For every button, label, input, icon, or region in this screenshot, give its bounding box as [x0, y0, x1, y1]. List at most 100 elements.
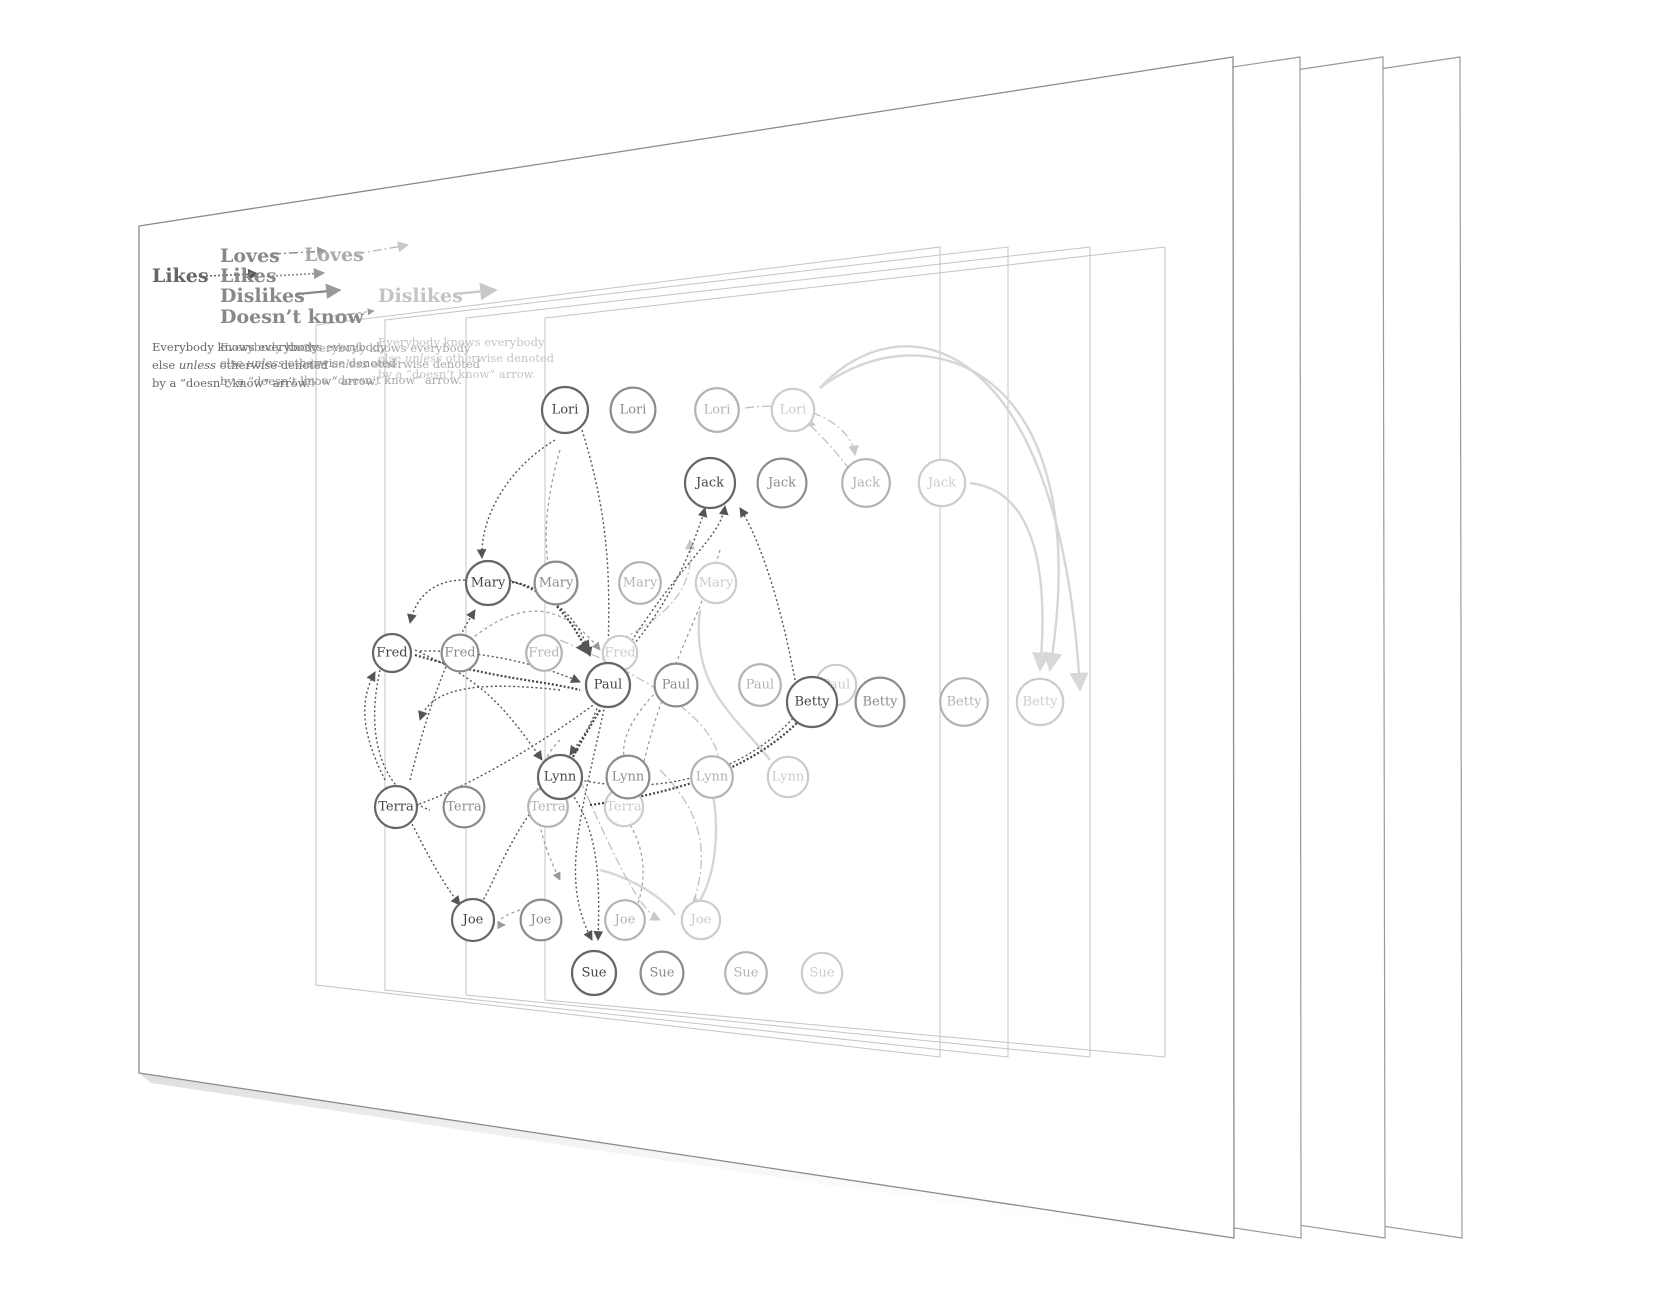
- note-front: Everybody knows everybody else unless ot…: [152, 340, 329, 390]
- node-circle: [450, 897, 496, 943]
- node-mary: Mary: [694, 561, 738, 605]
- node-joe: Joe: [450, 897, 496, 943]
- node-sue: Sue: [800, 951, 844, 995]
- note-layer-2: Everybody knows everybody else unless ot…: [220, 340, 397, 388]
- node-terra: Terra: [442, 785, 486, 829]
- legend-loves-faint-arrow: [355, 241, 410, 255]
- node-label: Joe: [689, 913, 712, 928]
- node-label: Lori: [704, 403, 731, 418]
- node-circle: [1015, 677, 1065, 727]
- node-label: Paul: [746, 678, 774, 693]
- node-label: Fred: [376, 646, 407, 661]
- node-label: Paul: [594, 678, 622, 693]
- node-circle: [618, 561, 662, 605]
- node-label: Fred: [604, 646, 635, 661]
- node-circle: [841, 458, 891, 508]
- note-line-3: by a “doesn’t know” arrow.: [220, 374, 378, 388]
- node-mary: Mary: [618, 561, 662, 605]
- legend-dislikes: Dislikes: [220, 285, 305, 307]
- node-lynn: Lynn: [605, 754, 651, 800]
- node-jack: Jack: [917, 458, 967, 508]
- panel-1-front: [138, 56, 1246, 1248]
- node-label: Joe: [461, 913, 484, 928]
- node-lynn: Lynn: [690, 755, 734, 799]
- node-circle: [605, 754, 651, 800]
- node-mary: Mary: [464, 559, 512, 607]
- node-label: Fred: [528, 646, 559, 661]
- node-betty: Betty: [1015, 677, 1065, 727]
- legend-likes-arrow: [205, 268, 260, 280]
- note-line-2: else unless otherwise denoted: [304, 357, 481, 371]
- node-label: Jack: [694, 476, 724, 491]
- note-layer-4: Everybody knows everybody else unless ot…: [378, 335, 555, 381]
- node-joe: Joe: [604, 899, 646, 941]
- node-circle: [694, 561, 738, 605]
- note-line-1: Everybody knows everybody: [378, 335, 545, 349]
- node-label: Sue: [810, 966, 835, 981]
- node-label: Mary: [539, 576, 574, 591]
- node-circle: [917, 458, 967, 508]
- note-line-2: else unless otherwise denoted: [378, 351, 555, 365]
- legend: Likes Loves Likes Dislikes Doesn’t know …: [152, 241, 498, 328]
- node-label: Mary: [471, 576, 506, 591]
- node-label: Betty: [862, 695, 898, 710]
- node-lynn: Lynn: [766, 755, 810, 799]
- node-circle: [724, 951, 768, 995]
- node-betty: Betty: [939, 677, 989, 727]
- note-line-2: else unless otherwise denoted: [220, 356, 397, 370]
- legend-doesnt-know: Doesn’t know: [220, 306, 364, 328]
- node-lynn: Lynn: [536, 753, 584, 801]
- node-label: Terra: [446, 800, 482, 815]
- node-circle: [770, 387, 816, 433]
- legend-dislikes-faint-arrow: [453, 282, 498, 301]
- inner-frames: [315, 246, 1166, 1058]
- node-mary: Mary: [533, 560, 579, 606]
- node-lori: Lori: [770, 387, 816, 433]
- node-label: Sue: [650, 966, 675, 981]
- node-circle: [371, 632, 413, 674]
- note-line-1: Everybody knows everybody: [152, 340, 319, 354]
- node-fred: Fred: [601, 634, 639, 672]
- node-label: Betty: [794, 695, 830, 710]
- node-circle: [756, 457, 808, 509]
- node-circle: [604, 899, 646, 941]
- node-lori: Lori: [609, 386, 657, 434]
- legend-dislikes-arrow: [297, 283, 342, 299]
- node-label: Jack: [926, 476, 956, 491]
- node-label: Joe: [613, 913, 636, 928]
- node-label: Jack: [766, 476, 796, 491]
- node-label: Fred: [444, 646, 475, 661]
- node-circle: [854, 676, 906, 728]
- node-label: Sue: [734, 966, 759, 981]
- node-circle: [584, 661, 632, 709]
- node-betty: Betty: [854, 676, 906, 728]
- note-line-2: else unless otherwise denoted: [152, 358, 329, 372]
- node-circle: [680, 899, 722, 941]
- node-label: Lori: [552, 403, 579, 418]
- node-circle: [683, 456, 737, 510]
- node-label: Lynn: [772, 770, 805, 785]
- note-line-1: Everybody knows everybody: [220, 340, 387, 354]
- node-circle: [536, 753, 584, 801]
- legend-likes-arrow-2: [271, 267, 326, 280]
- node-label: Lynn: [544, 770, 577, 785]
- node-circle: [464, 559, 512, 607]
- node-circle: [540, 385, 590, 435]
- node-betty: Betty: [785, 675, 839, 729]
- node-label: Joe: [529, 913, 552, 928]
- node-label: Lynn: [696, 770, 729, 785]
- node-label: Paul: [662, 678, 690, 693]
- node-label: Terra: [530, 800, 566, 815]
- node-label: Lori: [780, 403, 807, 418]
- node-circle: [533, 560, 579, 606]
- node-circle: [694, 387, 740, 433]
- node-fred: Fred: [525, 634, 563, 672]
- node-label: Lori: [620, 403, 647, 418]
- node-paul: Paul: [584, 661, 632, 709]
- node-lori: Lori: [694, 387, 740, 433]
